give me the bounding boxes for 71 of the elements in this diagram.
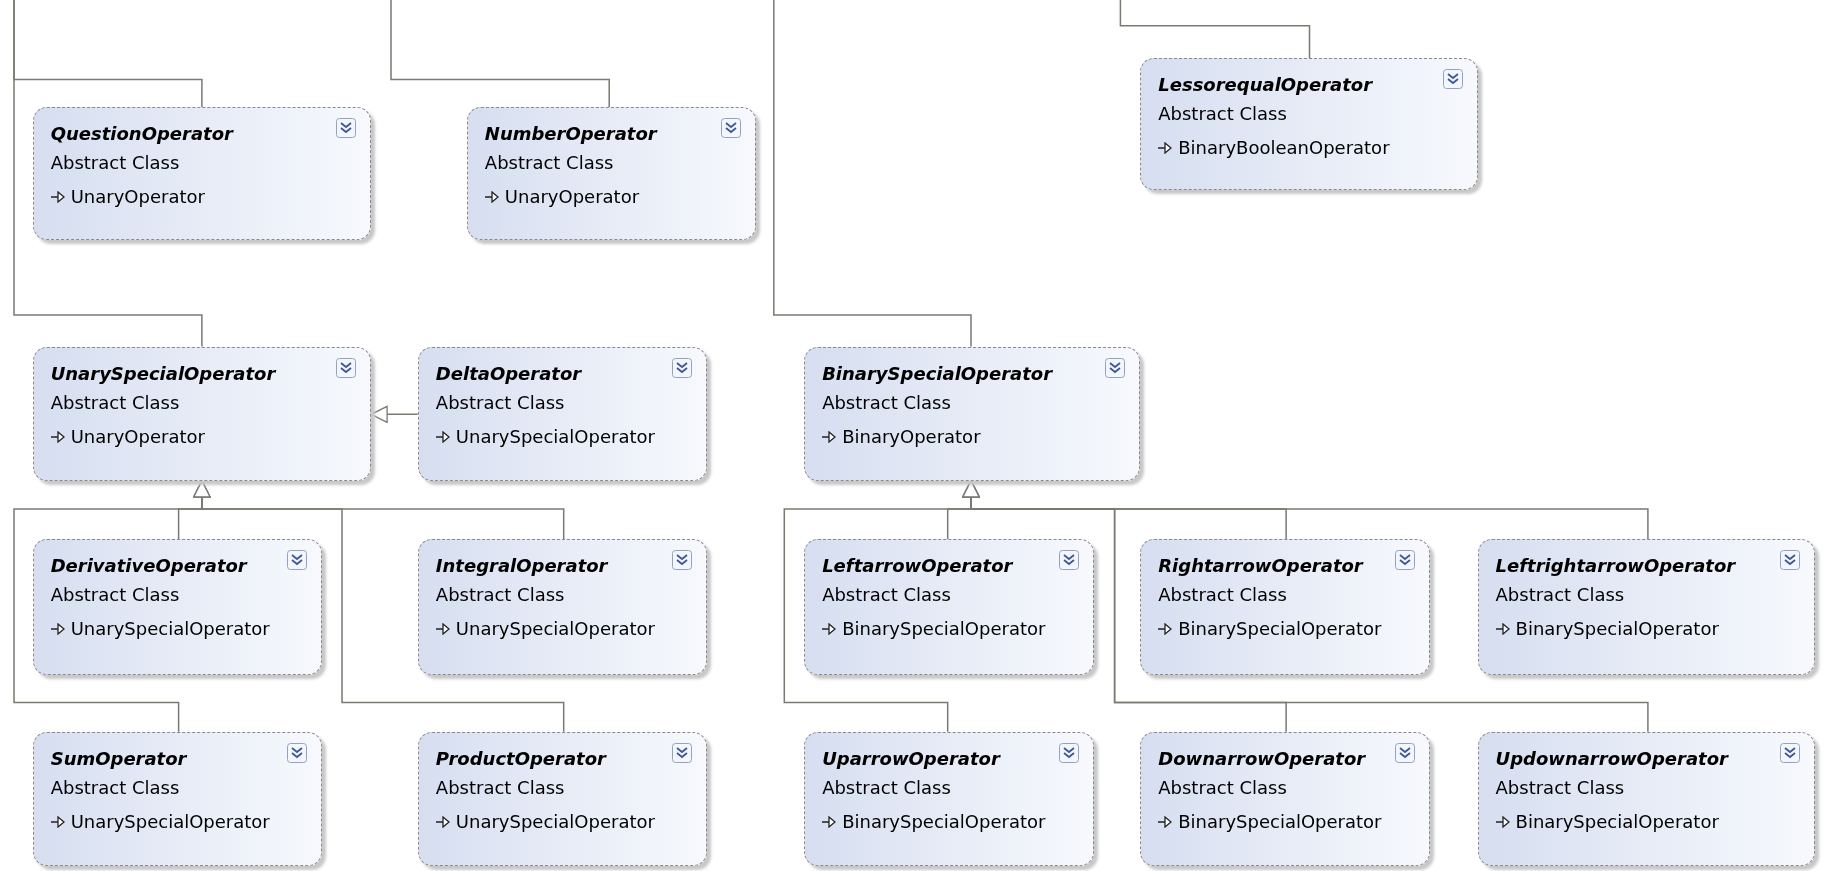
class-name: LeftrightarrowOperator [1495, 554, 1736, 579]
class-box [32, 107, 372, 241]
class-name: ProductOperator [435, 746, 606, 771]
class-kind: Abstract Class [1495, 583, 1625, 608]
base-class-name: UnaryOperator [70, 185, 205, 210]
class-kind: Abstract Class [50, 775, 180, 800]
class-name: LeftarrowOperator [822, 554, 1013, 579]
class-kind: Abstract Class [1495, 775, 1625, 800]
class-name: UparrowOperator [822, 746, 1000, 771]
class-kind: Abstract Class [50, 151, 180, 176]
base-class-name: UnarySpecialOperator [455, 424, 655, 449]
base-class-name: BinarySpecialOperator [842, 809, 1046, 834]
base-class-name: UnaryOperator [504, 185, 640, 210]
base-class-name: BinarySpecialOperator [842, 617, 1046, 642]
inheritance-arrow [193, 480, 565, 733]
base-class-name: UnarySpecialOperator [455, 809, 655, 834]
class-box [32, 346, 372, 481]
class-kind: Abstract Class [50, 390, 180, 415]
class-box [804, 731, 1094, 866]
class-box [804, 346, 1141, 481]
class-kind: Abstract Class [435, 583, 565, 608]
class-name: QuestionOperator [50, 122, 233, 147]
inheritance-arrow [370, 405, 419, 423]
class-box [32, 731, 323, 866]
class-kind: Abstract Class [1158, 102, 1287, 127]
class-box [466, 107, 757, 241]
class-name: UnarySpecialOperator [50, 361, 276, 386]
class-name: SumOperator [50, 746, 187, 771]
base-class-name: BinarySpecialOperator [1178, 809, 1382, 834]
class-kind: Abstract Class [822, 775, 951, 800]
base-class-name: UnarySpecialOperator [70, 617, 270, 642]
base-class-name: BinarySpecialOperator [1178, 617, 1382, 642]
connector-line [773, 0, 972, 348]
class-kind: Abstract Class [484, 151, 614, 176]
base-class-name: UnarySpecialOperator [455, 617, 655, 642]
class-box [417, 731, 708, 866]
class-name: BinarySpecialOperator [822, 361, 1053, 386]
class-box [1140, 731, 1430, 866]
class-kind: Abstract Class [50, 583, 180, 608]
class-box [1477, 539, 1815, 675]
class-box [1477, 731, 1815, 866]
connector-line [390, 0, 610, 109]
connector-line [1119, 0, 1311, 60]
class-kind: Abstract Class [822, 583, 951, 608]
class-kind: Abstract Class [435, 775, 565, 800]
class-box [804, 539, 1094, 675]
class-kind: Abstract Class [1158, 775, 1287, 800]
class-name: IntegralOperator [435, 554, 608, 579]
base-class-name: BinaryOperator [842, 424, 981, 449]
class-name: RightarrowOperator [1158, 554, 1363, 579]
class-name: LessorequalOperator [1158, 73, 1373, 98]
class-name: UpdownarrowOperator [1495, 746, 1728, 771]
class-box [417, 539, 708, 675]
connector-line [13, 0, 203, 348]
base-class-name: BinarySpecialOperator [1515, 809, 1719, 834]
class-kind: Abstract Class [1158, 583, 1287, 608]
class-box [1140, 58, 1478, 191]
base-class-name: BinaryBooleanOperator [1178, 136, 1390, 161]
class-kind: Abstract Class [435, 390, 565, 415]
class-name: DeltaOperator [435, 361, 582, 386]
class-box [1140, 539, 1430, 675]
class-box [417, 346, 708, 481]
class-name: DerivativeOperator [50, 554, 247, 579]
base-class-name: BinarySpecialOperator [1515, 617, 1719, 642]
class-box [32, 539, 323, 675]
class-kind: Abstract Class [822, 390, 951, 415]
base-class-name: UnarySpecialOperator [70, 809, 270, 834]
base-class-name: UnaryOperator [70, 424, 205, 449]
class-name: DownarrowOperator [1158, 746, 1366, 771]
class-name: NumberOperator [484, 122, 657, 147]
inheritance-arrow [962, 480, 1649, 733]
